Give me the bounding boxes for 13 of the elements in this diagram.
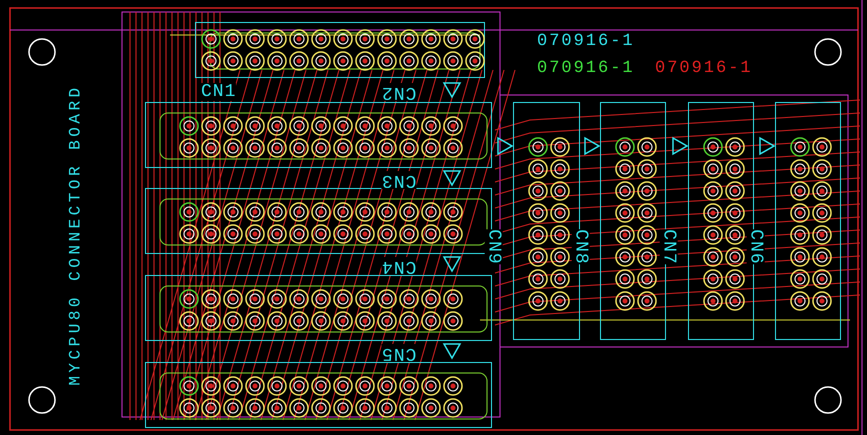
connector-label: CN4	[381, 257, 416, 275]
connector-label: CN1	[201, 83, 236, 101]
revision-label: 070916-1	[537, 33, 635, 50]
connector-label: CN2	[381, 83, 416, 101]
connector-label: CN8	[572, 229, 590, 265]
connector-label: CN5	[381, 344, 416, 362]
connector-label: CN6	[746, 229, 765, 265]
connector-label: CN7	[660, 229, 678, 265]
revision-label: 070916-1	[537, 60, 635, 77]
connector-label: CN9	[484, 229, 503, 265]
connector-label: CN3	[381, 171, 416, 189]
revision-label: 070916-1	[655, 60, 753, 77]
board-title: MYCPU80 CONNECTOR BOARD	[68, 84, 84, 386]
